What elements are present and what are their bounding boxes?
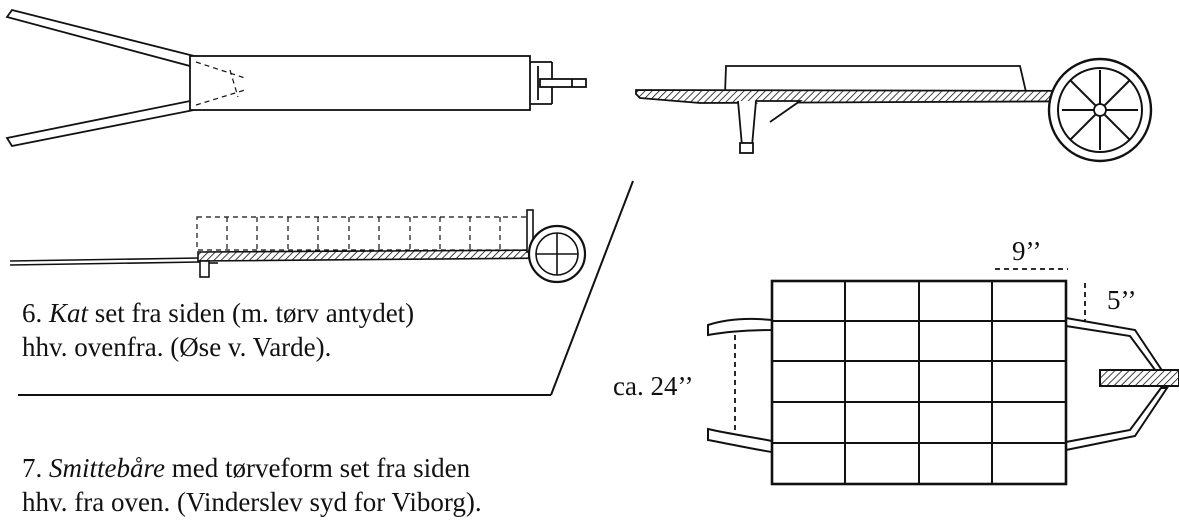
caption-6-name: Kat xyxy=(49,298,89,328)
caption-6-number: 6. xyxy=(22,298,43,328)
smittebaare-side-view xyxy=(635,57,1153,163)
caption-7-line-1: 7. Smittebåre med tørveform set fra side… xyxy=(22,451,482,485)
smittebaare-top-view xyxy=(707,279,1179,486)
dimension-markers xyxy=(734,268,1086,432)
caption-7-number: 7. xyxy=(22,453,43,483)
kat-top-view xyxy=(5,8,587,148)
caption-divider xyxy=(18,180,634,396)
caption-7-name: Smittebåre xyxy=(49,453,165,483)
caption-7: 7. Smittebåre med tørveform set fra side… xyxy=(22,451,482,519)
caption-6-line-2: hhv. ovenfra. (Øse v. Varde). xyxy=(22,332,332,362)
width-dimension-label: 9’’ xyxy=(1012,236,1042,266)
caption-7-line-1-text: med tørveform set fra siden xyxy=(171,453,471,483)
length-dimension-label: ca. 24’’ xyxy=(613,371,694,401)
kat-side-view xyxy=(9,209,587,284)
caption-6-line-1: 6. Kat set fra siden (m. tørv antydet) xyxy=(22,296,414,330)
depth-dimension-label: 5’’ xyxy=(1107,285,1137,315)
caption-6-line-1-text: set fra siden (m. tørv antydet) xyxy=(94,298,415,328)
caption-6: 6. Kat set fra siden (m. tørv antydet) h… xyxy=(22,296,414,364)
caption-7-line-2: hhv. fra oven. (Vinderslev syd for Vibor… xyxy=(22,487,482,517)
